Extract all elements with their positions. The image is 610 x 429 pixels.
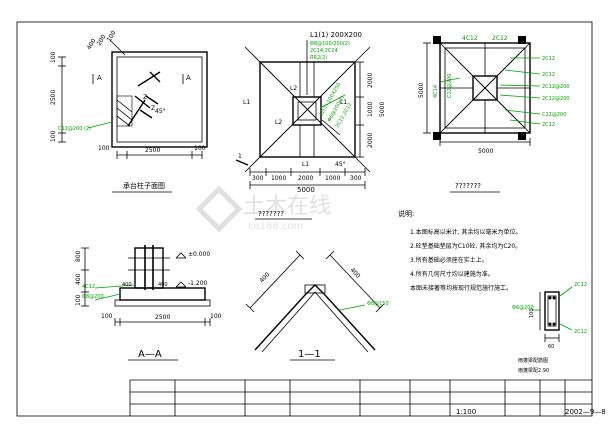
- rebar-left-green-1: 4C14: [433, 85, 439, 98]
- plan-top-dim-1: 400: [86, 37, 98, 51]
- roof-right-total: 5000: [379, 102, 386, 117]
- scale-label: 1:100: [456, 408, 476, 416]
- aa-dim-bottom-1: 100: [101, 313, 113, 320]
- roof-right-dim-3: 2000: [367, 133, 374, 148]
- rebar-right-green-4: 2C12@200: [542, 96, 570, 102]
- plan-dim-bottom-1: 100: [98, 145, 110, 152]
- roof-right-dim-1: 2000: [367, 73, 374, 88]
- bar-label-1: Z: [143, 94, 147, 101]
- notes-block: 说明: 1.本图标高以米计, 其余均以毫米为单位。 2.砼垫基础垫层为C10砼,…: [398, 209, 522, 292]
- rebar-caption: ???????: [455, 182, 481, 190]
- notes-heading: 说明:: [398, 209, 414, 218]
- s11-dim-right: 400: [349, 267, 362, 280]
- plan-dim-bottom-3: 100: [194, 145, 206, 152]
- aa-dim-left-2: 400: [75, 273, 82, 285]
- roof-angle: 45°: [335, 161, 346, 168]
- roof-top-label: L1(1) 200X200: [310, 31, 362, 39]
- aa-title: A—A: [138, 349, 162, 360]
- plan-top-dim-2: 200: [96, 33, 108, 47]
- rebar-left-dim: 5000: [418, 83, 425, 98]
- roof-green-1: Φ8@100/200(2): [310, 41, 350, 47]
- plan-dim-left-3: 100: [50, 130, 57, 142]
- date-label: 2002—9—8: [565, 408, 606, 416]
- aa-dim-bottom-3: 100: [210, 313, 222, 320]
- note-2: 2.砼垫基础垫层为C10砼, 其余均为C20。: [410, 242, 521, 250]
- aa-elev-2: -1.200: [188, 280, 208, 287]
- plan-view: [58, 39, 208, 159]
- roof-beam-l2-top: L2: [290, 85, 297, 92]
- detail-title-1: 雨蓬梁配筋图: [518, 357, 548, 364]
- plan-dim-left-1: 100: [50, 51, 57, 63]
- detail-green-3: Φ6@200: [512, 305, 534, 311]
- aa-dim-left-3: 100: [75, 294, 82, 306]
- section-11-view: [245, 250, 385, 353]
- rebar-left-green-2: C12@200: [447, 74, 453, 98]
- note-4: 4.所有几何尺寸均以建施为准。: [410, 270, 494, 278]
- roof-section-mark: 1: [238, 153, 242, 160]
- roof-bottom-dim-5: 300: [350, 175, 362, 182]
- aa-inner-1: 400: [122, 282, 132, 288]
- aa-green-1: Φ8@200: [82, 294, 104, 300]
- rebar-top-green-1: 4C12: [462, 35, 478, 42]
- roof-green-2: 2C14;2C14: [310, 48, 338, 54]
- roof-bottom-dim-4: 1000: [325, 175, 340, 182]
- rebar-right-green-5: C12@200: [542, 112, 566, 118]
- roof-bottom-dim-3: 2000: [298, 175, 313, 182]
- roof-green-3: RR2(2): [310, 55, 327, 61]
- s11-title: 1—1: [298, 349, 321, 360]
- rebar-right-green-3: 2C12@200: [542, 84, 570, 90]
- roof-beam-l1-bottom: L1: [302, 161, 309, 168]
- rebar-plan-view: [423, 36, 541, 146]
- detail-green-2: 2C12: [574, 329, 587, 335]
- note-3: 3.所有基础必须座在实土上。: [410, 256, 488, 264]
- plan-top-dim-3: 100: [106, 29, 118, 43]
- watermark: 土木在线 co188.com: [195, 185, 331, 233]
- roof-plan-view: [235, 40, 371, 189]
- roof-right-dim-2: 1000: [367, 102, 374, 117]
- section-aa-view: [81, 245, 211, 326]
- aa-dim-bottom-2: 2500: [155, 314, 170, 321]
- rebar-right-green-2: 2C12: [542, 72, 555, 78]
- roof-caption: ???????: [258, 210, 284, 218]
- roof-bottom-total: 5000: [297, 186, 315, 194]
- bar-label-2: Z: [151, 105, 155, 112]
- watermark-main: 土木在线: [243, 194, 331, 219]
- roof-beam-l2-left: L2: [275, 119, 282, 126]
- roof-bottom-dim-1: 300: [252, 175, 264, 182]
- detail-dim-2: 60: [548, 344, 554, 350]
- aa-inner-2: 400: [158, 282, 168, 288]
- s11-green: Φ8@150: [367, 301, 389, 307]
- plan-dim-bottom-2: 2500: [145, 147, 160, 154]
- plan-angle: 45°: [155, 108, 166, 115]
- detail-title-2: 雨蓬梁配2.90: [518, 367, 549, 374]
- detail-dim-1: 100: [529, 308, 535, 318]
- plan-note-green: C12@200 (2): [58, 126, 91, 132]
- plan-dim-left-2: 2500: [50, 90, 57, 105]
- note-1: 1.本图标高以米计, 其余均以毫米为单位。: [410, 228, 522, 236]
- note-5: 本图未接著等均按现行规范施行施工。: [410, 284, 512, 292]
- roof-beam-l1-left: L1: [243, 99, 250, 106]
- rebar-bottom-dim: 5000: [478, 148, 493, 155]
- section-mark-left: A: [97, 74, 102, 82]
- plan-title: 承台柱子面图: [123, 181, 165, 190]
- rebar-right-green-6: 2C12: [542, 122, 555, 128]
- roof-bottom-dim-2: 1000: [271, 175, 286, 182]
- sheet-frame: [16, 21, 593, 417]
- detail-green-1: 2C12: [574, 282, 587, 288]
- rebar-right-green-1: 2C12: [542, 56, 555, 62]
- section-mark-right: A: [186, 74, 191, 82]
- rebar-top-green-2: 2C12: [492, 35, 508, 42]
- aa-elev-1: ±0.000: [188, 251, 210, 258]
- aa-green-2: 4C12: [82, 284, 95, 290]
- beam-detail: [532, 286, 573, 342]
- s11-dim-left: 400: [258, 271, 271, 284]
- roof-beam-l1-right: L1: [340, 99, 347, 106]
- aa-dim-left-1: 800: [75, 250, 82, 262]
- watermark-sub: co188.com: [248, 221, 303, 232]
